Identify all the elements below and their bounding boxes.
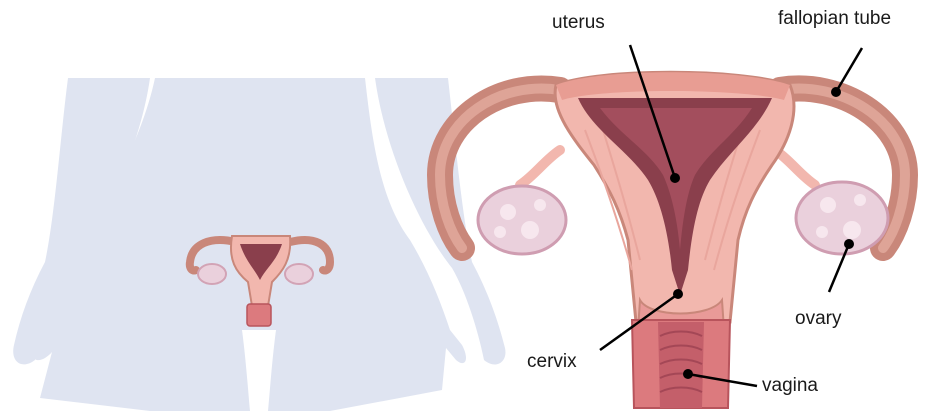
vagina <box>632 320 730 408</box>
ovarian-ligament-right <box>775 150 815 185</box>
ovarian-ligament-left <box>520 150 560 185</box>
vagina-pointer-dot <box>683 369 693 379</box>
ovary-right <box>796 182 888 254</box>
ovary-pointer-dot <box>844 239 854 249</box>
cervix-label: cervix <box>527 351 577 373</box>
ovary-label: ovary <box>795 308 841 330</box>
ovary-left <box>478 186 566 254</box>
fallopian-tube-pointer-dot <box>831 87 841 97</box>
vagina-label: vagina <box>762 375 818 397</box>
cervix-pointer-dot <box>673 289 683 299</box>
uterus-label: uterus <box>552 12 605 34</box>
fallopian-tube-label: fallopian tube <box>778 8 891 30</box>
uterus-pointer-dot <box>670 173 680 183</box>
